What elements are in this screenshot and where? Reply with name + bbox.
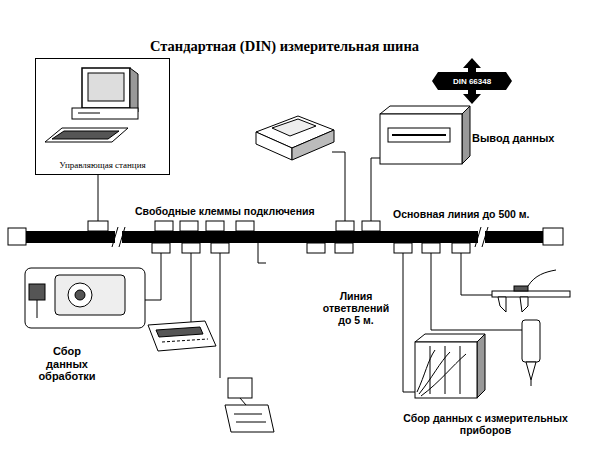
node-label: Управляющая станция (36, 160, 169, 170)
badge-shape (432, 58, 512, 104)
machining-data-label: Сбор данных обработки (36, 345, 98, 383)
main-line-label: Основная линия до 500 м. (393, 208, 530, 220)
diagram-title: Стандартная (DIN) измерительная шина (150, 38, 419, 55)
badge-text: DIN 66348 (432, 77, 512, 86)
branch-line-label: Линия ответвлений до 5 м. (318, 290, 394, 326)
output-label: Вывод данных (472, 132, 554, 145)
free-terminals-label: Свободные клеммы подключения (135, 205, 315, 217)
instrument-data-label: Сбор данных с измерительных приборов (398, 412, 573, 436)
control-station-box: Управляющая станция (35, 58, 170, 175)
din-badge: DIN 66348 (432, 58, 512, 104)
